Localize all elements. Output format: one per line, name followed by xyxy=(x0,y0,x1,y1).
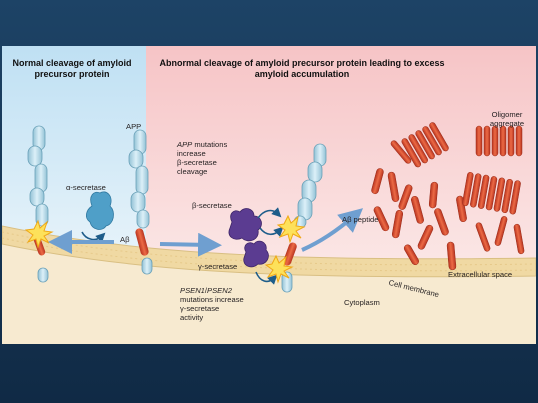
app-protein-left xyxy=(27,125,49,283)
psen-mutations-label: PSEN1/PSEN2 mutations increase γ-secreta… xyxy=(180,286,244,322)
normal-title: Normal cleavage of amyloid precursor pro… xyxy=(12,58,132,79)
alpha-secretase-enzyme xyxy=(86,191,114,230)
diagram-panel: Normal cleavage of amyloid precursor pro… xyxy=(2,46,536,344)
alpha-secretase-label: α-secretase xyxy=(66,183,106,192)
arrow-to-peptide xyxy=(301,208,364,252)
abeta-peptide-label: Aβ peptide xyxy=(342,215,379,224)
app-protein-middle xyxy=(128,129,153,275)
cytoplasm-label: Cytoplasm xyxy=(344,298,380,307)
gamma-secretase-enzyme xyxy=(243,240,269,268)
beta-secretase-label: β-secretase xyxy=(192,201,232,210)
gamma-secretase-label: γ-secretase xyxy=(198,262,238,271)
cleavage-burst-gamma xyxy=(264,254,294,284)
beta-secretase-enzyme xyxy=(228,208,262,242)
abnormal-title: Abnormal cleavage of amyloid precursor p… xyxy=(159,58,445,79)
cleavage-burst-beta xyxy=(276,214,306,244)
arrow-to-abnormal xyxy=(159,232,222,257)
oligomer-label: Oligomer aggregate xyxy=(489,110,525,128)
extracellular-label: Extracellular space xyxy=(448,270,513,279)
abeta-label: Aβ xyxy=(120,235,130,244)
abeta-peptides xyxy=(371,168,467,271)
app-label: APP xyxy=(126,122,142,131)
app-protein-right xyxy=(281,143,327,293)
app-mutations-label: APP mutations increase β-secretase cleav… xyxy=(177,140,228,176)
cell-membrane xyxy=(2,225,536,278)
diagram-graphics xyxy=(2,46,536,344)
oligomer-aggregate xyxy=(390,122,525,255)
